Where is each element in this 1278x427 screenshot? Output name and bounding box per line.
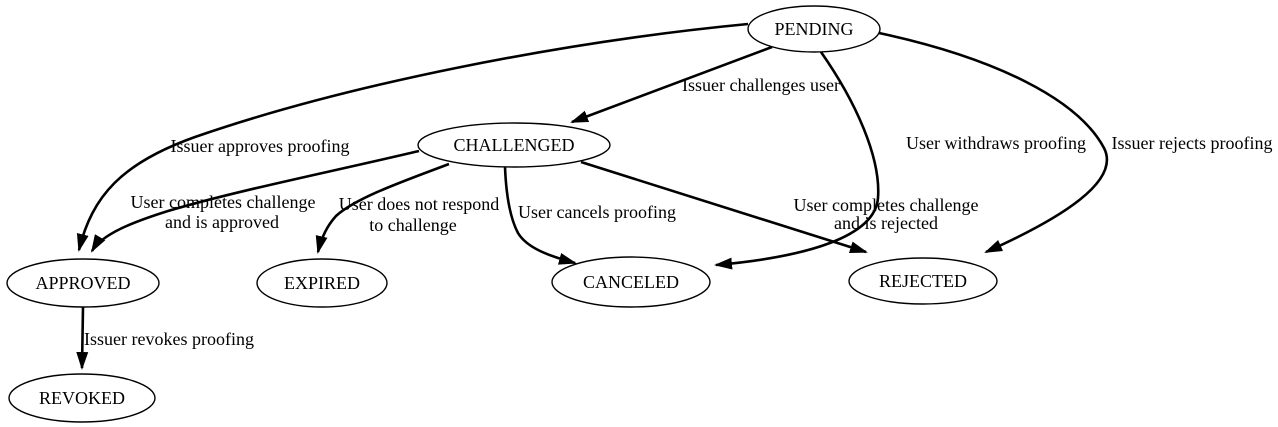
node-rejected-ellipse xyxy=(848,257,998,305)
node-canceled: CANCELED xyxy=(551,256,711,308)
edge-label-challenged-approved-line2: and is approved xyxy=(165,212,279,232)
edge-challenged-expired xyxy=(315,162,450,254)
node-approved: APPROVED xyxy=(6,258,160,308)
edge-pending-rejected xyxy=(878,31,1109,254)
edge-pending-canceled xyxy=(714,51,880,270)
node-pending: PENDING xyxy=(747,5,881,53)
node-expired-ellipse xyxy=(256,258,388,308)
node-challenged-label: CHALLENGED xyxy=(454,135,575,155)
edge-label-challenged-rejected-line1: User completes challenge xyxy=(794,195,979,215)
edge-label-pending-canceled: User withdraws proofing xyxy=(906,133,1086,153)
node-pending-label: PENDING xyxy=(775,19,854,39)
node-challenged: CHALLENGED xyxy=(417,122,611,168)
node-revoked: REVOKED xyxy=(8,373,156,423)
node-approved-ellipse xyxy=(6,258,160,308)
edge-label-challenged-approved-line1: User completes challenge xyxy=(131,192,316,212)
node-rejected: REJECTED xyxy=(848,257,998,305)
node-expired: EXPIRED xyxy=(256,258,388,308)
edge-label-challenged-canceled: User cancels proofing xyxy=(518,202,676,222)
edge-label-challenged-expired-line1: User does not respond xyxy=(339,194,499,214)
edge-label-approved-revoked: Issuer revokes proofing xyxy=(84,329,254,349)
edge-label-challenged-rejected-line2: and is rejected xyxy=(834,213,938,233)
edge-label-pending-approved: Issuer approves proofing xyxy=(171,136,350,156)
edge-challenged-rejected xyxy=(580,160,868,254)
node-expired-label: EXPIRED xyxy=(284,273,360,293)
edge-label-pending-rejected: Issuer rejects proofing xyxy=(1112,133,1273,153)
edge-pending-challenged xyxy=(570,45,773,124)
node-pending-ellipse xyxy=(747,5,881,53)
node-challenged-ellipse xyxy=(417,122,611,168)
edge-approved-revoked xyxy=(76,306,89,370)
edge-challenged-approved xyxy=(90,149,420,253)
edge-challenged-canceled xyxy=(503,166,577,265)
node-revoked-ellipse xyxy=(8,373,156,423)
edge-label-pending-challenged: Issuer challenges user xyxy=(682,75,840,95)
edge-pending-approved xyxy=(76,22,749,252)
edge-label-challenged-expired-line2: to challenge xyxy=(369,215,456,235)
node-canceled-label: CANCELED xyxy=(583,272,679,292)
node-approved-label: APPROVED xyxy=(35,273,130,293)
node-revoked-label: REVOKED xyxy=(39,388,125,408)
node-canceled-ellipse xyxy=(551,256,711,308)
node-rejected-label: REJECTED xyxy=(879,271,967,291)
